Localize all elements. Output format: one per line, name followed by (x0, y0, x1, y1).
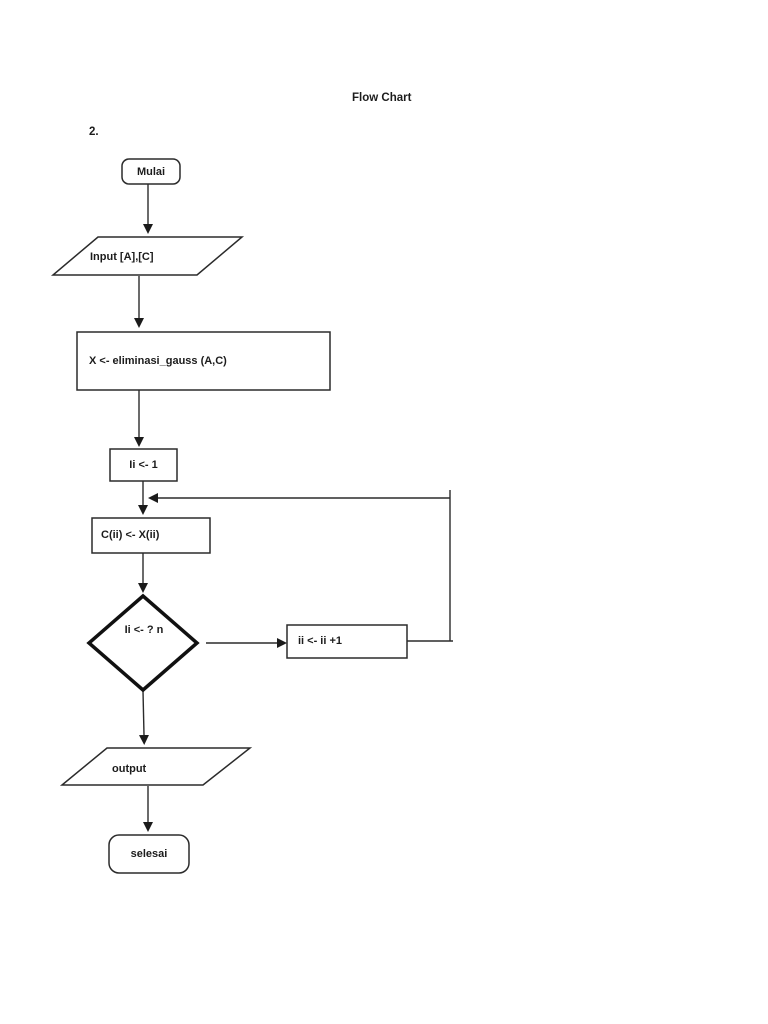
loop-riser-line (407, 490, 453, 642)
end-terminator-shape (108, 834, 190, 874)
process-node-label: X <- eliminasi_gauss (A,C) (89, 355, 227, 367)
decision-diamond-shape (86, 593, 200, 693)
output-parallelogram-shape (59, 747, 253, 786)
increment-rect-shape (286, 624, 408, 659)
start-node-label: Mulai (136, 165, 166, 178)
assign-node-label: C(ii) <- X(ii) (101, 529, 160, 541)
page-title: Flow Chart (352, 92, 412, 104)
input-node-label: Input [A],[C] (90, 251, 154, 263)
process-rect-shape (76, 331, 331, 391)
arrow-decision-to-output (139, 690, 149, 745)
init-rect-shape (109, 448, 178, 482)
assign-rect-shape (91, 517, 211, 554)
init-node-label: Ii <- 1 (129, 459, 158, 471)
item-number: 2. (89, 126, 99, 138)
start-terminator-shape (121, 158, 181, 185)
input-parallelogram-shape (50, 236, 245, 276)
increment-node-label: ii <- ii +1 (298, 635, 343, 647)
end-node-label: selesai (130, 848, 168, 860)
decision-node-label: Ii <- ? n (124, 624, 164, 636)
output-node-label: output (112, 763, 147, 775)
